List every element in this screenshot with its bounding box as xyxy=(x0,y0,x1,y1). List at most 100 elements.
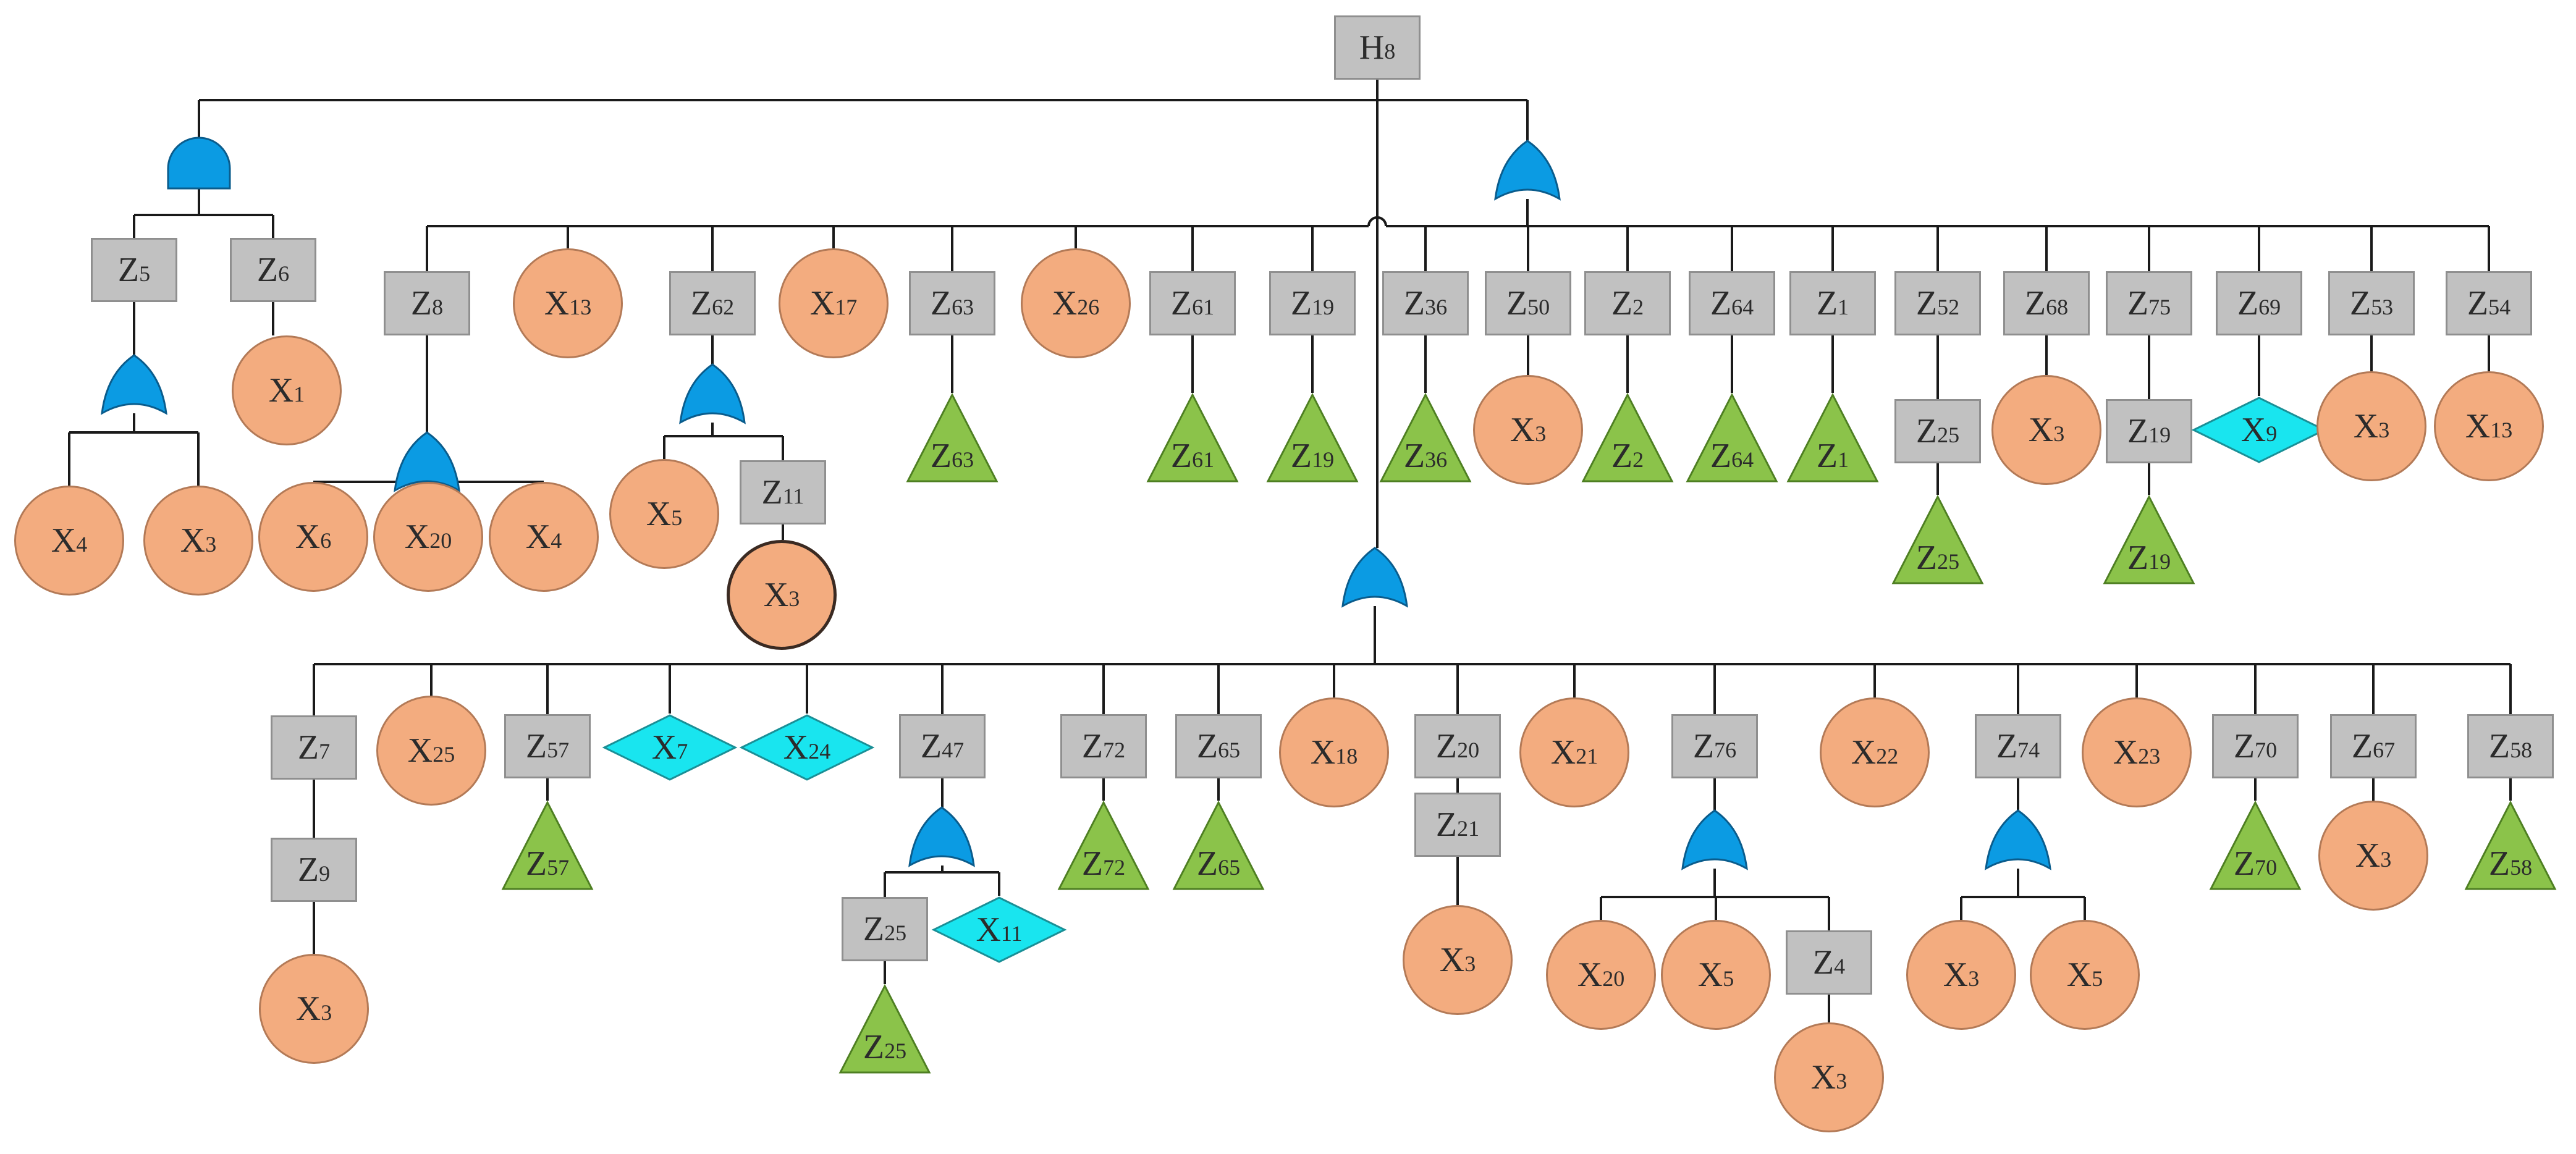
node-label-subscript: 1 xyxy=(1838,447,1849,472)
node-label-main: Z xyxy=(1915,412,1938,450)
event-box-z54: Z54 xyxy=(2446,271,2532,335)
undeveloped-event-diamond-d24: X24 xyxy=(739,714,875,781)
node-label-subscript: 4 xyxy=(551,528,562,553)
triangle-shape xyxy=(1786,392,1879,482)
node-label-main: Z xyxy=(117,251,140,289)
node-label: Z54 xyxy=(2467,284,2511,323)
node-label: X3 xyxy=(1811,1058,1847,1097)
node-label-main: Z xyxy=(1812,943,1835,982)
node-label: Z50 xyxy=(1506,284,1550,323)
node-label: Z58 xyxy=(2489,844,2532,883)
transfer-triangle-t64: Z64 xyxy=(1686,392,1778,483)
event-box-z25a: Z25 xyxy=(1894,399,1981,463)
node-label-main: Z xyxy=(761,473,783,512)
triangle-shape xyxy=(1057,800,1150,890)
node-label: X3 xyxy=(1943,955,1979,995)
node-label: Z58 xyxy=(2489,727,2532,766)
basic-event-circle-x17: X17 xyxy=(779,248,889,358)
node-label-subscript: 58 xyxy=(2510,855,2533,880)
node-label-main: X xyxy=(51,521,77,560)
node-label-subscript: 19 xyxy=(2148,549,2171,574)
or-gate-icon xyxy=(1681,809,1748,870)
or-gate-icon xyxy=(679,363,746,424)
node-label: X13 xyxy=(2465,406,2512,446)
node-label-subscript: 70 xyxy=(2255,738,2278,762)
basic-event-circle-x18: X18 xyxy=(1279,697,1389,807)
basic-event-circle-x5c: X5 xyxy=(2030,920,2140,1030)
node-label-main: Z xyxy=(2233,844,2255,883)
node-label-subscript: 70 xyxy=(2255,855,2278,880)
basic-event-circle-x5b: X5 xyxy=(1661,920,1771,1030)
node-label-subscript: 20 xyxy=(1457,738,1480,762)
node-label-subscript: 26 xyxy=(1077,295,1100,319)
event-box-z19a: Z19 xyxy=(1269,271,1356,335)
event-box-z19b: Z19 xyxy=(2106,399,2192,463)
basic-event-circle-x26: X26 xyxy=(1021,248,1131,358)
node-label: Z25 xyxy=(1916,411,1959,451)
node-label-main: X xyxy=(525,518,551,556)
node-label-subscript: 65 xyxy=(1218,855,1241,880)
transfer-triangle-t19b: Z19 xyxy=(2103,494,2195,585)
node-label-subscript: 9 xyxy=(319,861,331,886)
node-label-main: Z xyxy=(1710,437,1732,475)
node-label-main: Z xyxy=(1816,284,1838,322)
node-label-main: Z xyxy=(1170,284,1193,322)
node-label-subscript: 5 xyxy=(139,261,151,286)
node-label-main: Z xyxy=(1170,437,1193,475)
basic-event-circle-x3j: X3 xyxy=(2318,801,2428,911)
triangle-shape xyxy=(1686,392,1778,482)
event-box-z64: Z64 xyxy=(1689,271,1775,335)
basic-event-circle-x1: X1 xyxy=(232,335,342,445)
node-label: X17 xyxy=(810,284,857,323)
node-label-subscript: 25 xyxy=(1937,423,1960,447)
node-label-subscript: 76 xyxy=(1714,738,1737,762)
node-label-subscript: 1 xyxy=(1838,295,1849,319)
node-label: Z9 xyxy=(298,850,330,890)
node-label: X3 xyxy=(180,521,216,560)
node-label: Z70 xyxy=(2234,727,2277,766)
node-label-subscript: 63 xyxy=(952,295,974,319)
event-box-z1: Z1 xyxy=(1789,271,1876,335)
event-box-z47: Z47 xyxy=(899,714,986,778)
node-label-main: Z xyxy=(1403,437,1425,475)
node-label: X7 xyxy=(652,728,688,767)
node-label: Z68 xyxy=(2025,284,2068,323)
node-label-subscript: 5 xyxy=(1723,966,1734,991)
event-box-z2: Z2 xyxy=(1584,271,1671,335)
event-box-z5: Z5 xyxy=(91,238,177,302)
node-label-main: Z xyxy=(256,251,279,289)
triangle-shape xyxy=(906,392,999,482)
node-label-subscript: 36 xyxy=(1425,295,1448,319)
node-label: Z11 xyxy=(762,473,804,512)
node-label-main: X xyxy=(544,284,570,322)
transfer-triangle-t25a: Z25 xyxy=(1891,494,1984,585)
node-label: X23 xyxy=(2113,733,2160,772)
basic-event-circle-x3i: X3 xyxy=(1906,920,2016,1030)
node-label-subscript: 68 xyxy=(2046,295,2069,319)
node-label: Z64 xyxy=(1710,284,1754,323)
node-label-subscript: 5 xyxy=(2092,966,2103,991)
node-label-main: Z xyxy=(1196,727,1218,765)
diamond-shape xyxy=(739,714,875,781)
node-label-main: Z xyxy=(1196,844,1218,883)
node-label-main: Z xyxy=(930,437,952,475)
node-label-main: X xyxy=(976,911,1001,949)
node-label-subscript: 64 xyxy=(1731,295,1754,319)
node-label: X18 xyxy=(1311,733,1358,772)
node-label-subscript: 23 xyxy=(2138,744,2161,769)
triangle-shape xyxy=(1266,392,1359,482)
triangle-shape xyxy=(501,800,594,890)
node-label-main: Z xyxy=(2024,284,2046,322)
undeveloped-event-diamond-d9: X9 xyxy=(2191,396,2327,464)
node-label-subscript: 11 xyxy=(1000,921,1023,946)
basic-event-circle-x6: X6 xyxy=(258,482,368,592)
node-label-subscript: 21 xyxy=(1576,744,1598,769)
node-label-subscript: 3 xyxy=(1836,1069,1848,1093)
node-label: X6 xyxy=(295,517,331,557)
node-label: Z1 xyxy=(1817,436,1849,476)
node-label-main: Z xyxy=(525,844,547,883)
node-label-main: Z xyxy=(1915,539,1938,577)
node-label-subscript: 1 xyxy=(293,382,305,406)
transfer-triangle-t25b: Z25 xyxy=(838,983,931,1074)
node-label-main: X xyxy=(180,521,206,560)
